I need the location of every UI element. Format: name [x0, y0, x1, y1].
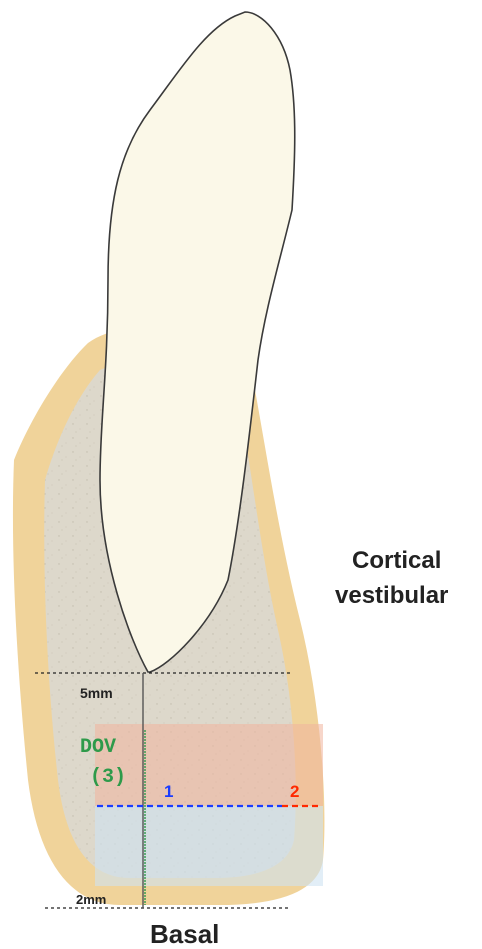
- depth-5mm-label: 5mm: [80, 685, 113, 701]
- dov-number-label: (3): [90, 766, 126, 789]
- basal-label: Basal: [150, 919, 219, 949]
- dov-label: DOV: [80, 736, 116, 759]
- depth-2mm-label: 2mm: [76, 892, 106, 907]
- cortical-label-line2: vestibular: [335, 582, 448, 609]
- cortical-label-line1: Cortical: [352, 547, 441, 574]
- lower-zone: [95, 806, 323, 886]
- line-1-label: 1: [164, 782, 173, 801]
- upper-zone: [95, 724, 323, 806]
- line-2-label: 2: [290, 782, 299, 801]
